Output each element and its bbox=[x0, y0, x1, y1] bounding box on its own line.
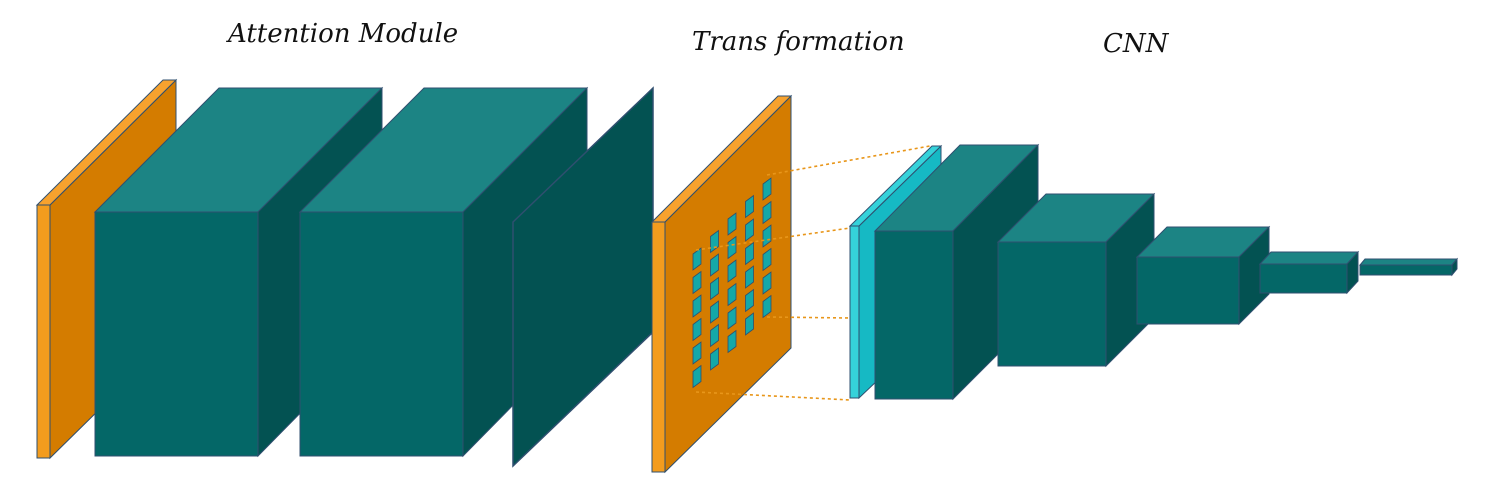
transformation-label: Trans formation bbox=[692, 27, 905, 57]
patch bbox=[727, 235, 737, 260]
patch bbox=[710, 276, 719, 301]
patch bbox=[762, 224, 772, 248]
patch bbox=[692, 341, 702, 365]
patch bbox=[710, 300, 719, 324]
patch bbox=[727, 212, 737, 236]
projection-lines bbox=[695, 145, 931, 401]
patch bbox=[727, 306, 737, 330]
patch bbox=[710, 253, 719, 277]
projection-line bbox=[695, 227, 851, 251]
cnn-block-1 bbox=[873, 143, 1040, 401]
attention-module-label: Attention Module bbox=[226, 19, 458, 49]
cnn-block-2 bbox=[996, 192, 1156, 368]
cnn-output-bar bbox=[1358, 257, 1459, 277]
patch bbox=[710, 347, 719, 371]
patch bbox=[762, 294, 772, 319]
patch bbox=[745, 265, 754, 289]
patch bbox=[745, 241, 754, 266]
patch-grid bbox=[692, 177, 772, 389]
patch bbox=[745, 218, 754, 242]
patch bbox=[692, 294, 702, 318]
patch bbox=[727, 282, 737, 307]
patch bbox=[745, 194, 754, 219]
patch bbox=[692, 317, 702, 342]
cnn-label: CNN bbox=[1103, 29, 1170, 59]
cnn-block-4 bbox=[1258, 250, 1360, 295]
patch bbox=[762, 247, 772, 272]
patch bbox=[745, 312, 754, 336]
patch bbox=[745, 288, 754, 313]
projection-line bbox=[695, 391, 851, 401]
patch bbox=[762, 200, 772, 225]
patch bbox=[727, 259, 737, 283]
patch bbox=[692, 364, 702, 389]
cnn-block-3 bbox=[1135, 225, 1271, 326]
orange-patch-grid bbox=[650, 94, 793, 474]
patch bbox=[692, 270, 702, 295]
patch bbox=[710, 323, 719, 348]
patch bbox=[727, 329, 737, 354]
patch bbox=[762, 177, 772, 201]
patch bbox=[762, 271, 772, 295]
projection-line bbox=[766, 316, 851, 319]
